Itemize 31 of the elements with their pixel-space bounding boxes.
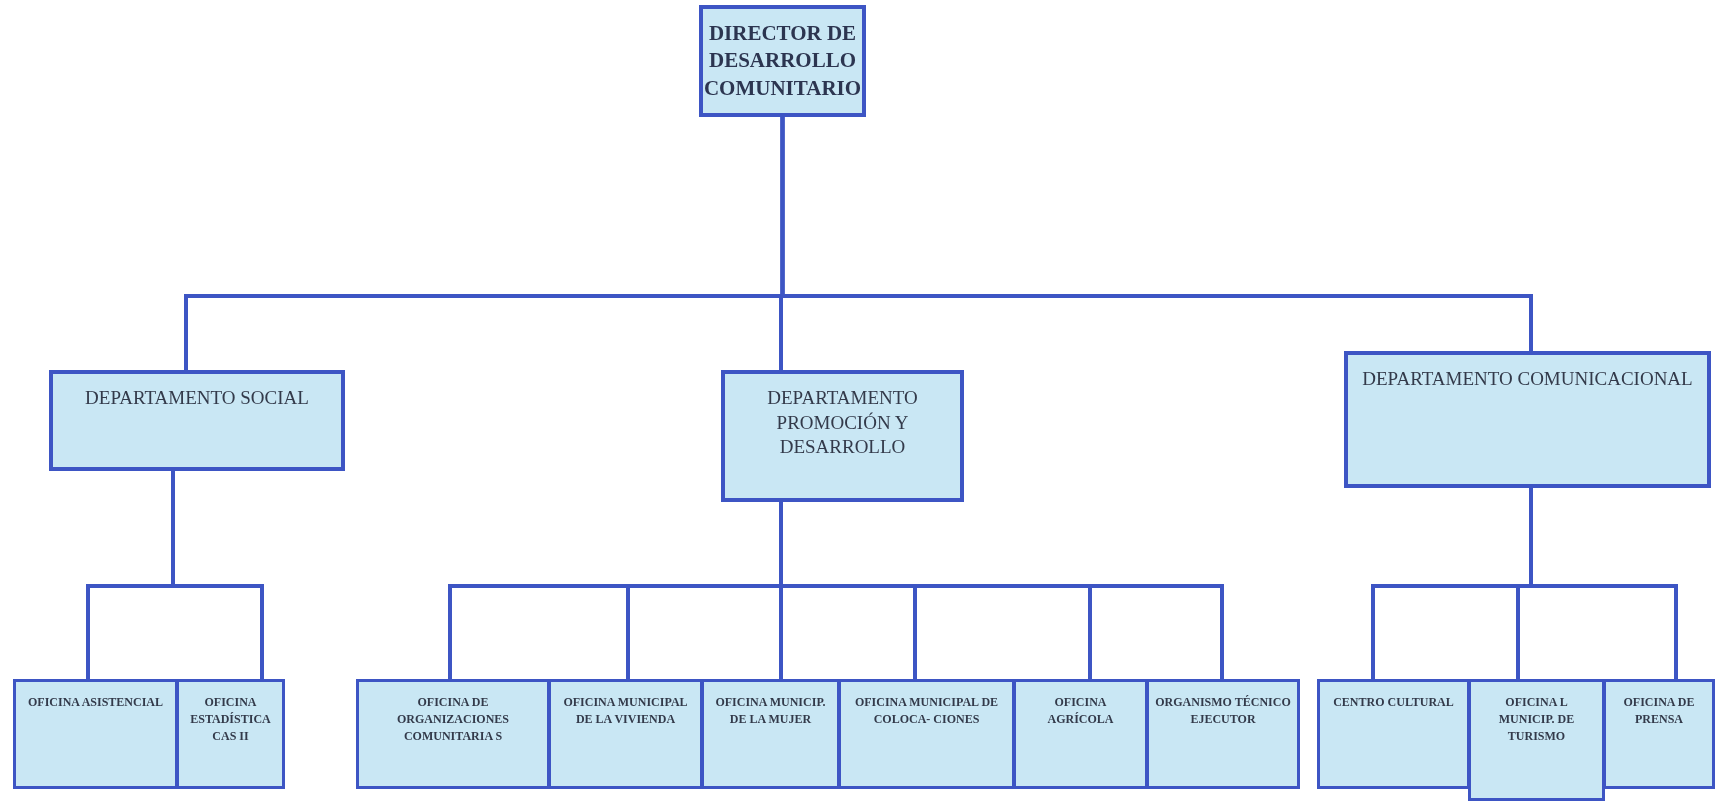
box-label: DEPARTAMENTO PROMOCIÓN Y DESARROLLO bbox=[766, 386, 919, 460]
box-label: OFICINA MUNICIPAL DE LA VIVIENDA bbox=[562, 694, 689, 728]
box-label: DIRECTOR DE DESARROLLO COMUNITARIO bbox=[703, 20, 862, 102]
box-label: OFICINA DE ORGANIZACIONES COMUNITARIA S bbox=[396, 694, 510, 745]
department-box bbox=[721, 370, 964, 502]
box-label: ORGANISMO TÉCNICO EJECUTOR bbox=[1155, 694, 1291, 728]
box-label: CENTRO CULTURAL bbox=[1333, 694, 1454, 711]
office-box bbox=[13, 679, 178, 789]
director-box bbox=[699, 5, 866, 117]
department-box bbox=[49, 370, 345, 471]
box-label: OFICINA MUNICIP. DE LA MUJER bbox=[714, 694, 827, 728]
connector-line bbox=[780, 117, 1533, 351]
office-box bbox=[548, 679, 703, 789]
box-label: DEPARTAMENTO COMUNICACIONAL bbox=[1362, 367, 1693, 391]
office-box bbox=[356, 679, 550, 789]
office-box bbox=[838, 679, 1015, 789]
box-label: DEPARTAMENTO SOCIAL bbox=[85, 386, 309, 410]
box-label: OFICINA ASISTENCIAL bbox=[27, 694, 163, 711]
office-box bbox=[1603, 679, 1715, 789]
box-label: OFICINA ESTADÍSTICA CAS II bbox=[189, 694, 272, 745]
office-box bbox=[176, 679, 285, 789]
box-label: OFICINA L MUNICIP. DE TURISMO bbox=[1497, 694, 1576, 745]
office-box bbox=[1013, 679, 1148, 789]
box-label: OFICINA DE PRENSA bbox=[1622, 694, 1696, 728]
box-label: OFICINA AGRÍCOLA bbox=[1046, 694, 1115, 728]
office-box bbox=[1146, 679, 1300, 789]
office-box bbox=[701, 679, 840, 789]
department-box bbox=[1344, 351, 1711, 488]
office-box bbox=[1317, 679, 1470, 789]
office-box bbox=[1468, 679, 1605, 801]
box-label: OFICINA MUNICIPAL DE COLOCA- CIONES bbox=[853, 694, 1000, 728]
